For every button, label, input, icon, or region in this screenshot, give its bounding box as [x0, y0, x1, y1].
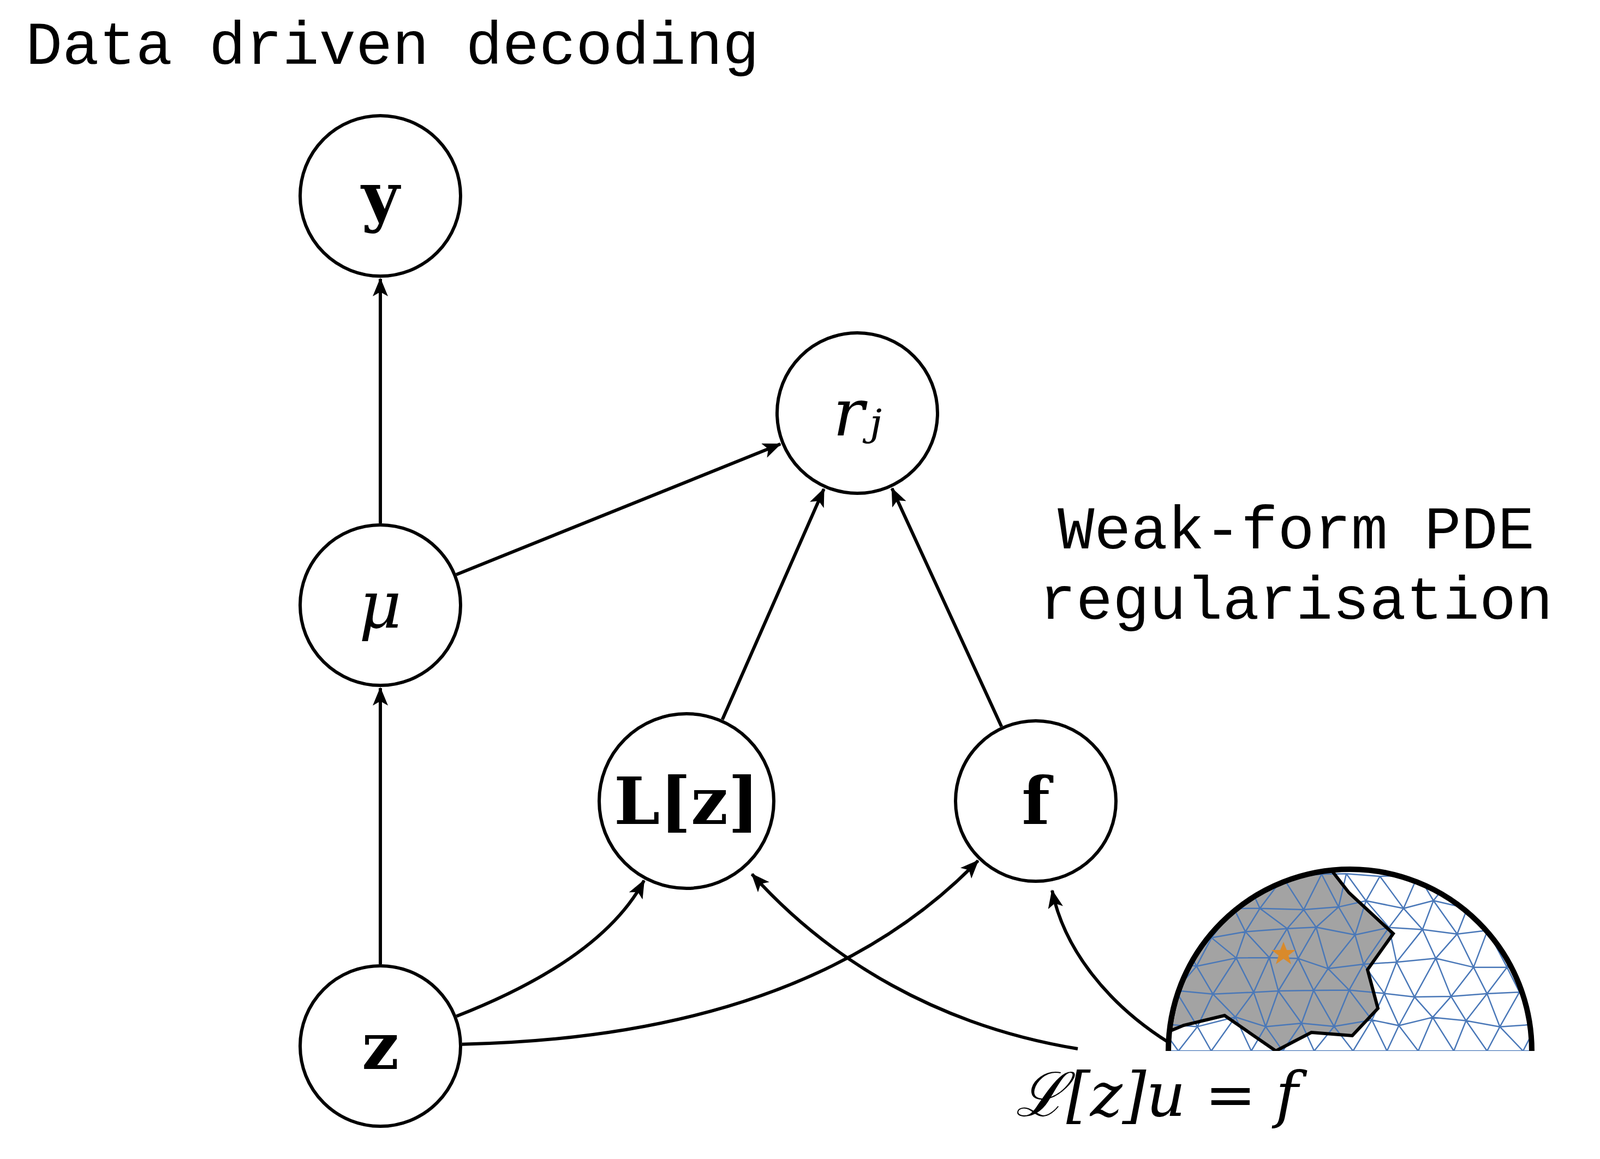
- arrow-connector: [378, 278, 382, 524]
- observation-node: y: [298, 114, 463, 278]
- arrow-connector: [378, 688, 382, 965]
- arrow-connector: [456, 880, 645, 1017]
- node-label: rⱼ: [832, 380, 882, 446]
- node-label: f: [1021, 768, 1050, 834]
- equation-label: ℒ[z]u = f: [982, 1061, 1332, 1129]
- node-label: z: [361, 1013, 399, 1079]
- forcing-node: f: [953, 719, 1118, 883]
- arrow-connector: [892, 488, 1002, 727]
- mesh-edges: [1107, 870, 1600, 1052]
- arrow-connector: [462, 860, 978, 1045]
- mean-node: μ: [298, 523, 463, 688]
- subdomain-region: [1170, 870, 1394, 1052]
- latent-node: z: [298, 964, 463, 1128]
- operator-node: L[z]: [597, 712, 776, 891]
- section-title: Weak-form PDE regularisation: [1023, 497, 1569, 639]
- node-label: μ: [359, 572, 402, 638]
- section-title: Data driven decoding: [25, 13, 845, 84]
- subdomain-outline: [1170, 870, 1394, 1052]
- mesh-lines: [1107, 870, 1600, 1052]
- node-label: y: [361, 163, 400, 229]
- mesh-to-operator-arrow: [751, 874, 1078, 1049]
- domain-boundary: [1168, 869, 1532, 1052]
- node-label: L[z]: [613, 768, 760, 834]
- mesh-to-f-arrow: [1052, 890, 1169, 1043]
- arrow-connector: [722, 488, 825, 720]
- star-point: [1271, 941, 1296, 965]
- residual-node: rⱼ: [775, 331, 940, 495]
- arrow-connector: [456, 444, 781, 575]
